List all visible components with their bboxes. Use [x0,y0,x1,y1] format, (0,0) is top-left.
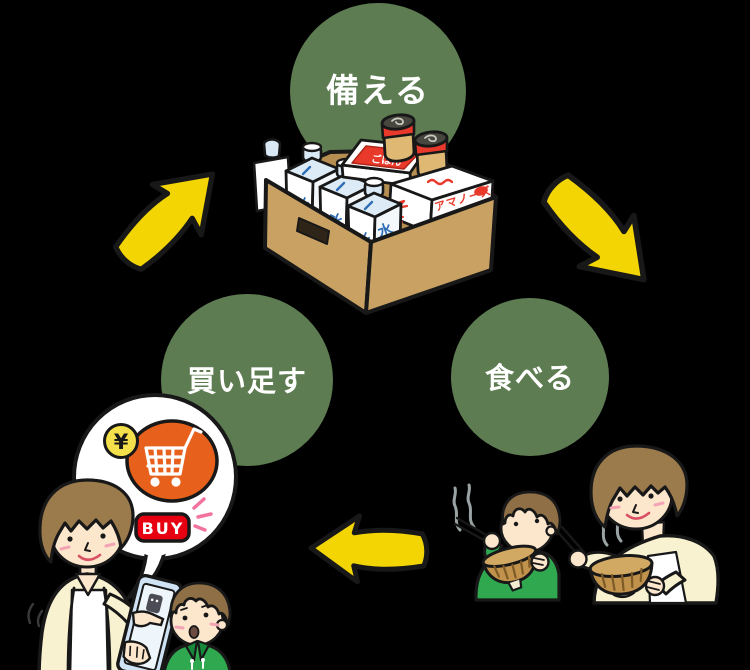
hand [568,549,588,569]
hand [530,552,550,572]
rice-bowl [481,544,538,592]
prepare-label: 備える [326,71,430,110]
eye [203,612,209,618]
chest [74,572,102,597]
emphasis-sparkle-lines [192,497,213,532]
pointing-hand [131,610,165,628]
open-mouth [188,625,200,639]
bowl-foot [612,591,636,599]
cheek-blush [609,501,665,510]
eye [67,536,73,542]
buy-button-label: BUY [142,519,185,538]
nose [632,504,639,514]
water-slash [335,181,346,192]
finger-lines [532,557,545,566]
smile [625,511,651,520]
arrow-prepare-to-eat [526,160,671,306]
hand [482,531,502,551]
restock-label: 買い足す [187,364,307,398]
bob-hair [589,444,689,529]
cheek-blush [59,542,116,551]
eye [100,533,106,539]
nose [84,542,91,552]
cardigan-edges [66,586,112,670]
smile [77,553,102,562]
eat-label: 食べる [485,361,575,395]
can-1 [380,113,416,163]
cheek-blush [174,622,220,630]
smartphone [116,573,183,670]
water-slash [301,165,312,176]
steam [452,483,476,532]
drawstring [201,658,205,662]
soup-bowl [588,554,654,599]
eyebrows [180,604,209,611]
stock-box: 水 水 ごはん [252,113,498,315]
eating-mother [554,444,720,605]
motion-marks [27,602,44,628]
yen-symbol: ¥ [114,430,129,454]
green-hoodie [162,642,232,670]
water-slash [363,200,374,211]
yen-coin-icon [103,423,139,459]
cycle-step-eat: 食べる [451,298,609,456]
finger-lines [646,580,661,591]
eye [182,615,188,621]
arrow-eat-to-restock [310,515,427,583]
red-oval [474,186,488,196]
eat-circle [451,298,609,456]
app-icon [146,593,163,614]
shopping-mother [27,478,143,670]
box-front-right-face [364,195,498,315]
eye [513,521,519,527]
bowl-grain [600,567,643,592]
red-squiggle-top [426,178,454,186]
hood-flap [184,639,199,662]
can-lid-swirl [391,117,404,126]
spiky-hair [169,581,232,627]
bob-hair [38,478,135,564]
bowl-grain [493,555,531,580]
eating-boy [452,483,562,602]
arrow-restock-to-prepare [101,149,237,285]
shopping-boy [162,581,232,670]
buy-button [134,512,191,543]
hood-flap [196,639,211,662]
finger-lines [129,645,145,660]
shopping-cart-icon [144,427,203,487]
eye [617,496,623,502]
box-handle-hole [296,217,330,245]
eye [534,518,540,524]
drawstring [190,659,194,663]
can-lid-swirl [424,134,437,143]
food-box: アマノーズ [387,164,495,235]
camisole [68,588,110,670]
spiky-hair [501,490,562,536]
bowl-foot [507,578,523,592]
eye [648,493,654,499]
hand [644,575,666,597]
